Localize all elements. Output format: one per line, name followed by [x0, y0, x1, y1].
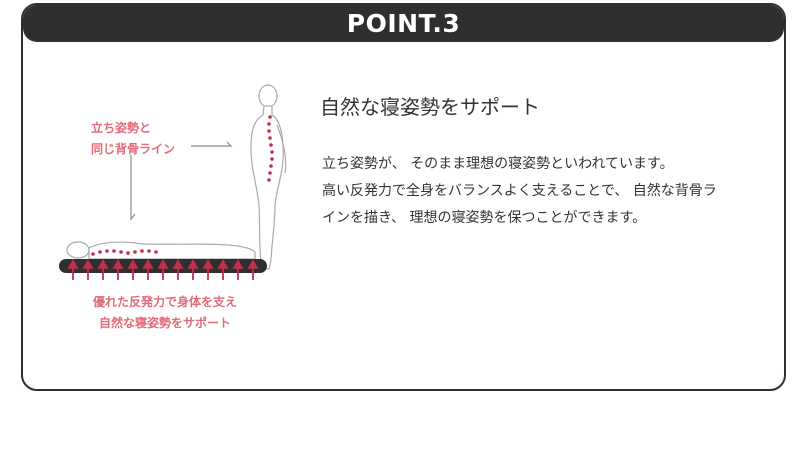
description-line: 立ち姿勢が、 そのまま理想の寝姿勢といわれています。: [322, 156, 674, 172]
lying-figure-icon: [66, 241, 256, 260]
support-arrows-icon: [67, 259, 259, 280]
description-text: 立ち姿勢が、 そのまま理想の寝姿勢といわれています。 高い反発力で全身をバランス…: [322, 151, 782, 232]
arrow-right-icon: [191, 141, 233, 147]
point-card: POINT.3 立ち姿勢と 同じ背骨ライン: [21, 3, 786, 391]
arrow-down-icon: [130, 155, 136, 221]
posture-illustration: [59, 84, 287, 280]
description-line: インを描き、 理想の寝姿勢を保つことができます。: [322, 210, 647, 226]
description-line: 高い反発力で全身をバランスよく支えることで、 自然な背骨ラ: [322, 183, 717, 199]
standing-posture-callout: 立ち姿勢と 同じ背骨ライン: [91, 121, 176, 156]
card-header: POINT.3: [23, 5, 784, 42]
section-heading: 自然な寝姿勢をサポート: [320, 95, 540, 119]
standing-figure-icon: [250, 84, 287, 270]
standing-spine-icon: [267, 115, 274, 182]
point-title: POINT.3: [346, 9, 461, 38]
lying-spine-icon: [91, 249, 158, 256]
support-callout: 優れた反発力で身体を支え 自然な寝姿勢をサポート: [93, 295, 238, 330]
